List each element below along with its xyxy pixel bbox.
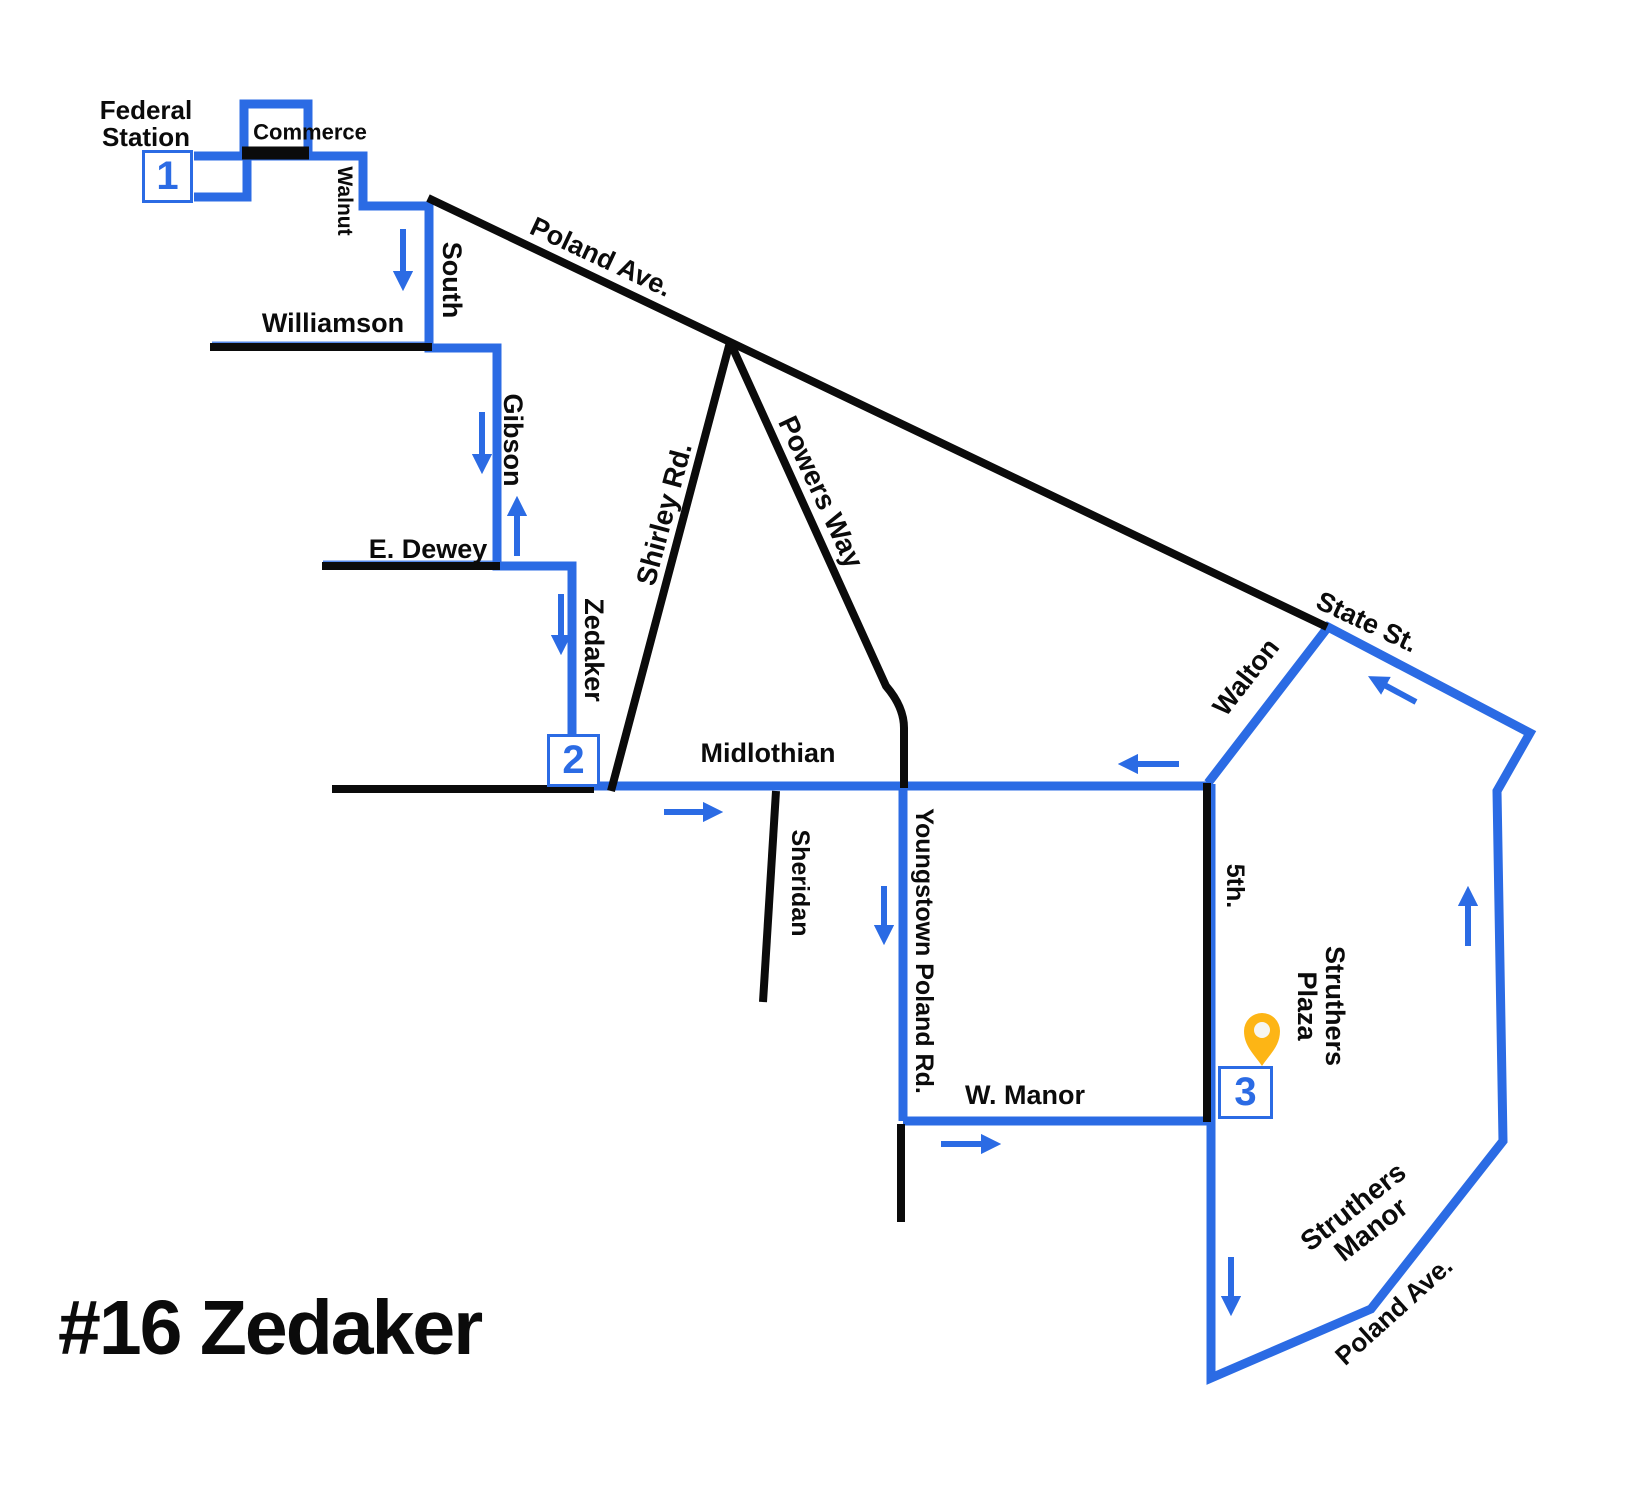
label-midlothian: Midlothian <box>700 737 836 768</box>
label-youngstown-poland-rd: Youngstown Poland Rd. <box>910 808 938 1094</box>
label-e-dewey: E. Dewey <box>368 533 488 564</box>
label-federal-station: Federal Station <box>99 94 193 152</box>
label-zedaker: Zedaker <box>579 598 610 702</box>
street-line-powers-way <box>726 340 908 788</box>
label-walnut: Walnut <box>332 166 356 236</box>
label-gibson: Gibson <box>498 393 529 487</box>
label-commerce: Commerce <box>253 119 367 145</box>
label-south: South <box>437 241 468 319</box>
route-title: #16 Zedaker <box>58 1285 483 1371</box>
stop-number-2: 2 <box>562 738 585 782</box>
stop-number-3: 3 <box>1234 1070 1257 1114</box>
direction-arrow-state-st-northwest <box>1368 676 1418 705</box>
stop-marker-3: 3 <box>1218 1066 1273 1119</box>
street-line-shirley-rd <box>607 340 734 793</box>
street-line-sheridan <box>759 790 780 1003</box>
stop-number-1: 1 <box>156 154 179 198</box>
label-fifth: 5th. <box>1221 863 1249 909</box>
location-pin-icon <box>1244 1013 1280 1066</box>
label-struthers-plaza: Struthers Plaza <box>1292 945 1351 1067</box>
stop-marker-2: 2 <box>547 734 600 787</box>
route-segment-commerce-loop <box>239 99 313 156</box>
label-sheridan: Sheridan <box>786 829 814 937</box>
route-segment-station-stub <box>194 157 252 202</box>
label-williamson: Williamson <box>261 307 405 338</box>
label-w-manor: W. Manor <box>965 1079 1085 1110</box>
stop-marker-1: 1 <box>142 150 193 203</box>
route-segment-struthers-loop <box>1204 621 1537 1385</box>
